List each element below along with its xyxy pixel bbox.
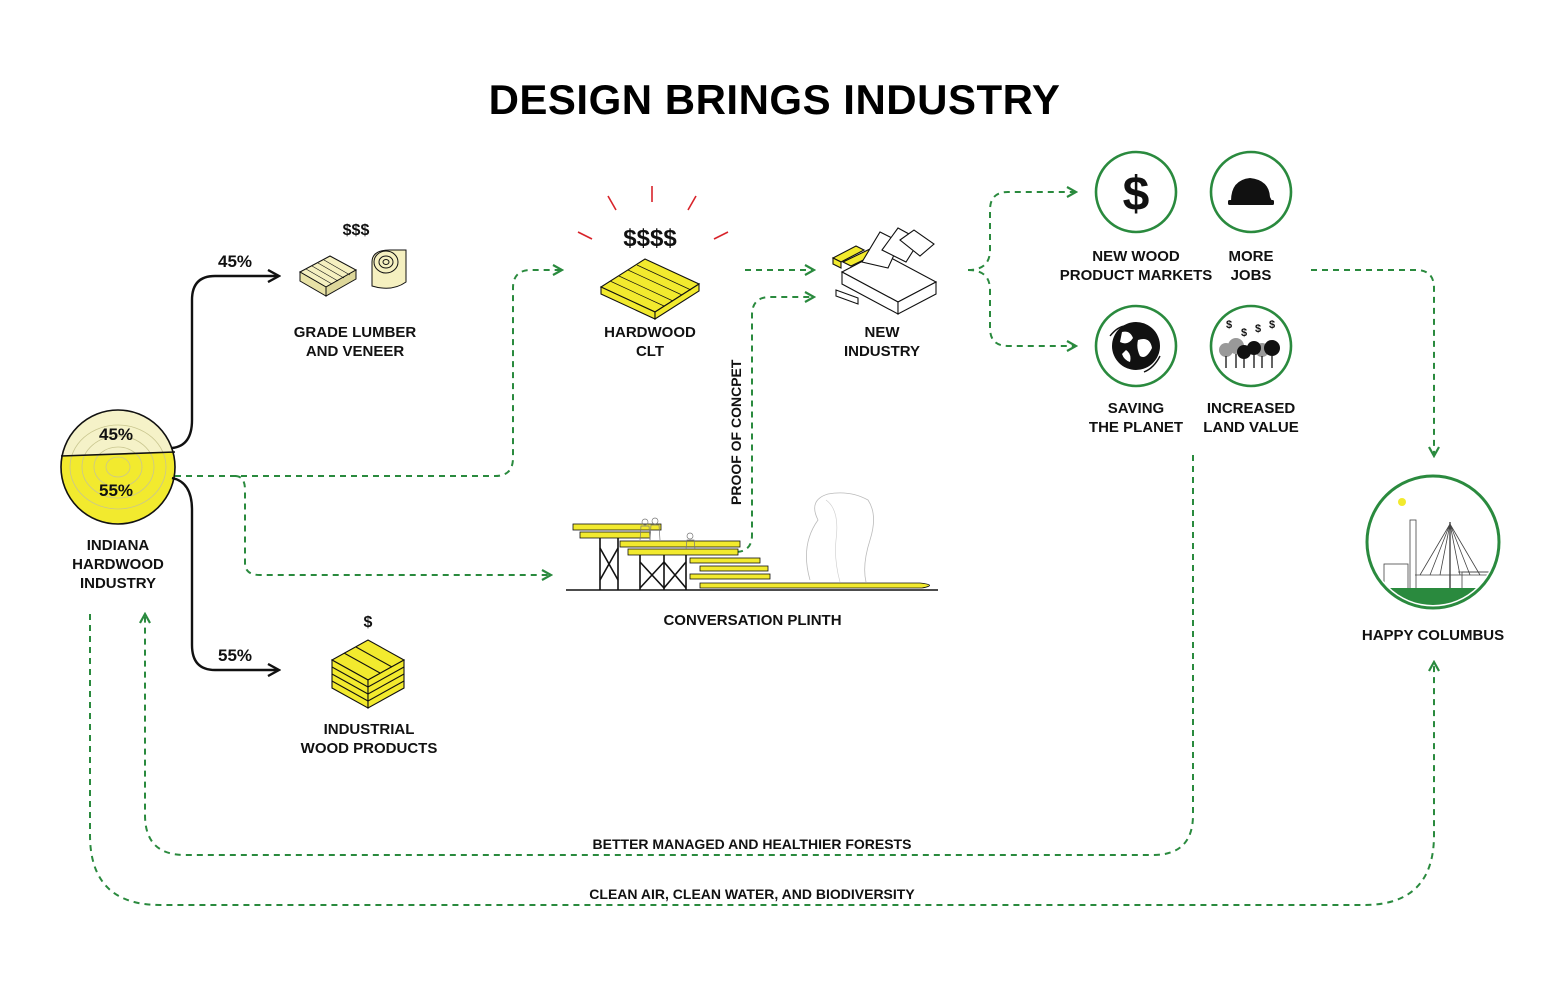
city-skyline-icon	[1365, 474, 1501, 610]
svg-text:$: $	[1123, 168, 1150, 221]
industrial-value: $	[363, 614, 373, 631]
flow-environment-loop	[89, 614, 1434, 906]
lumber-stack-icon	[298, 255, 358, 297]
industrial-percent: 55%	[218, 646, 253, 665]
svg-text:$: $	[1226, 319, 1232, 331]
columbus-label: HAPPY COLUMBUS	[1361, 627, 1505, 644]
trees-money-icon: $ $ $ $	[1209, 304, 1293, 388]
proof-of-concept-label: PROOF OF CONCPET	[728, 359, 744, 505]
log-bottom-share: 55%	[99, 481, 134, 500]
veneer-roll-icon	[371, 249, 407, 289]
branch-to-industrial	[171, 476, 279, 670]
svg-text:$: $	[1269, 319, 1275, 331]
grade-value: $$$	[342, 222, 370, 239]
hard-hat-icon	[1209, 150, 1293, 234]
svg-text:$: $	[1241, 327, 1247, 339]
clt-value: $$$$	[623, 225, 677, 252]
conversation-plinth-illustration	[566, 492, 938, 591]
flow-log-to-clt	[175, 270, 562, 477]
flow-industry-branch-lower	[967, 269, 1076, 346]
flow-log-to-plinth	[234, 475, 551, 575]
branch-to-grade-lumber	[171, 276, 279, 450]
factory-building-icon	[831, 227, 938, 315]
environment-feedback-label: CLEAN AIR, CLEAN WATER, AND BIODIVERSITY	[589, 886, 915, 902]
flow-benefits-to-columbus	[1311, 269, 1434, 456]
svg-text:$: $	[1255, 323, 1261, 335]
pallet-stack-icon	[330, 639, 406, 709]
flow-plinth-proof	[715, 297, 814, 553]
flow-forests-feedback	[145, 455, 1194, 856]
log-top-share: 45%	[99, 425, 134, 444]
flow-industry-branch	[967, 192, 1076, 271]
grade-percent: 45%	[218, 252, 253, 271]
plinth-label: CONVERSATION PLINTH	[663, 612, 842, 629]
forests-feedback-label: BETTER MANAGED AND HEALTHIER FORESTS	[592, 836, 912, 852]
globe-icon	[1094, 304, 1178, 388]
clt-panel-icon	[577, 186, 729, 321]
dollar-icon: $	[1094, 150, 1178, 234]
page-title: DESIGN BRINGS INDUSTRY	[488, 76, 1061, 123]
